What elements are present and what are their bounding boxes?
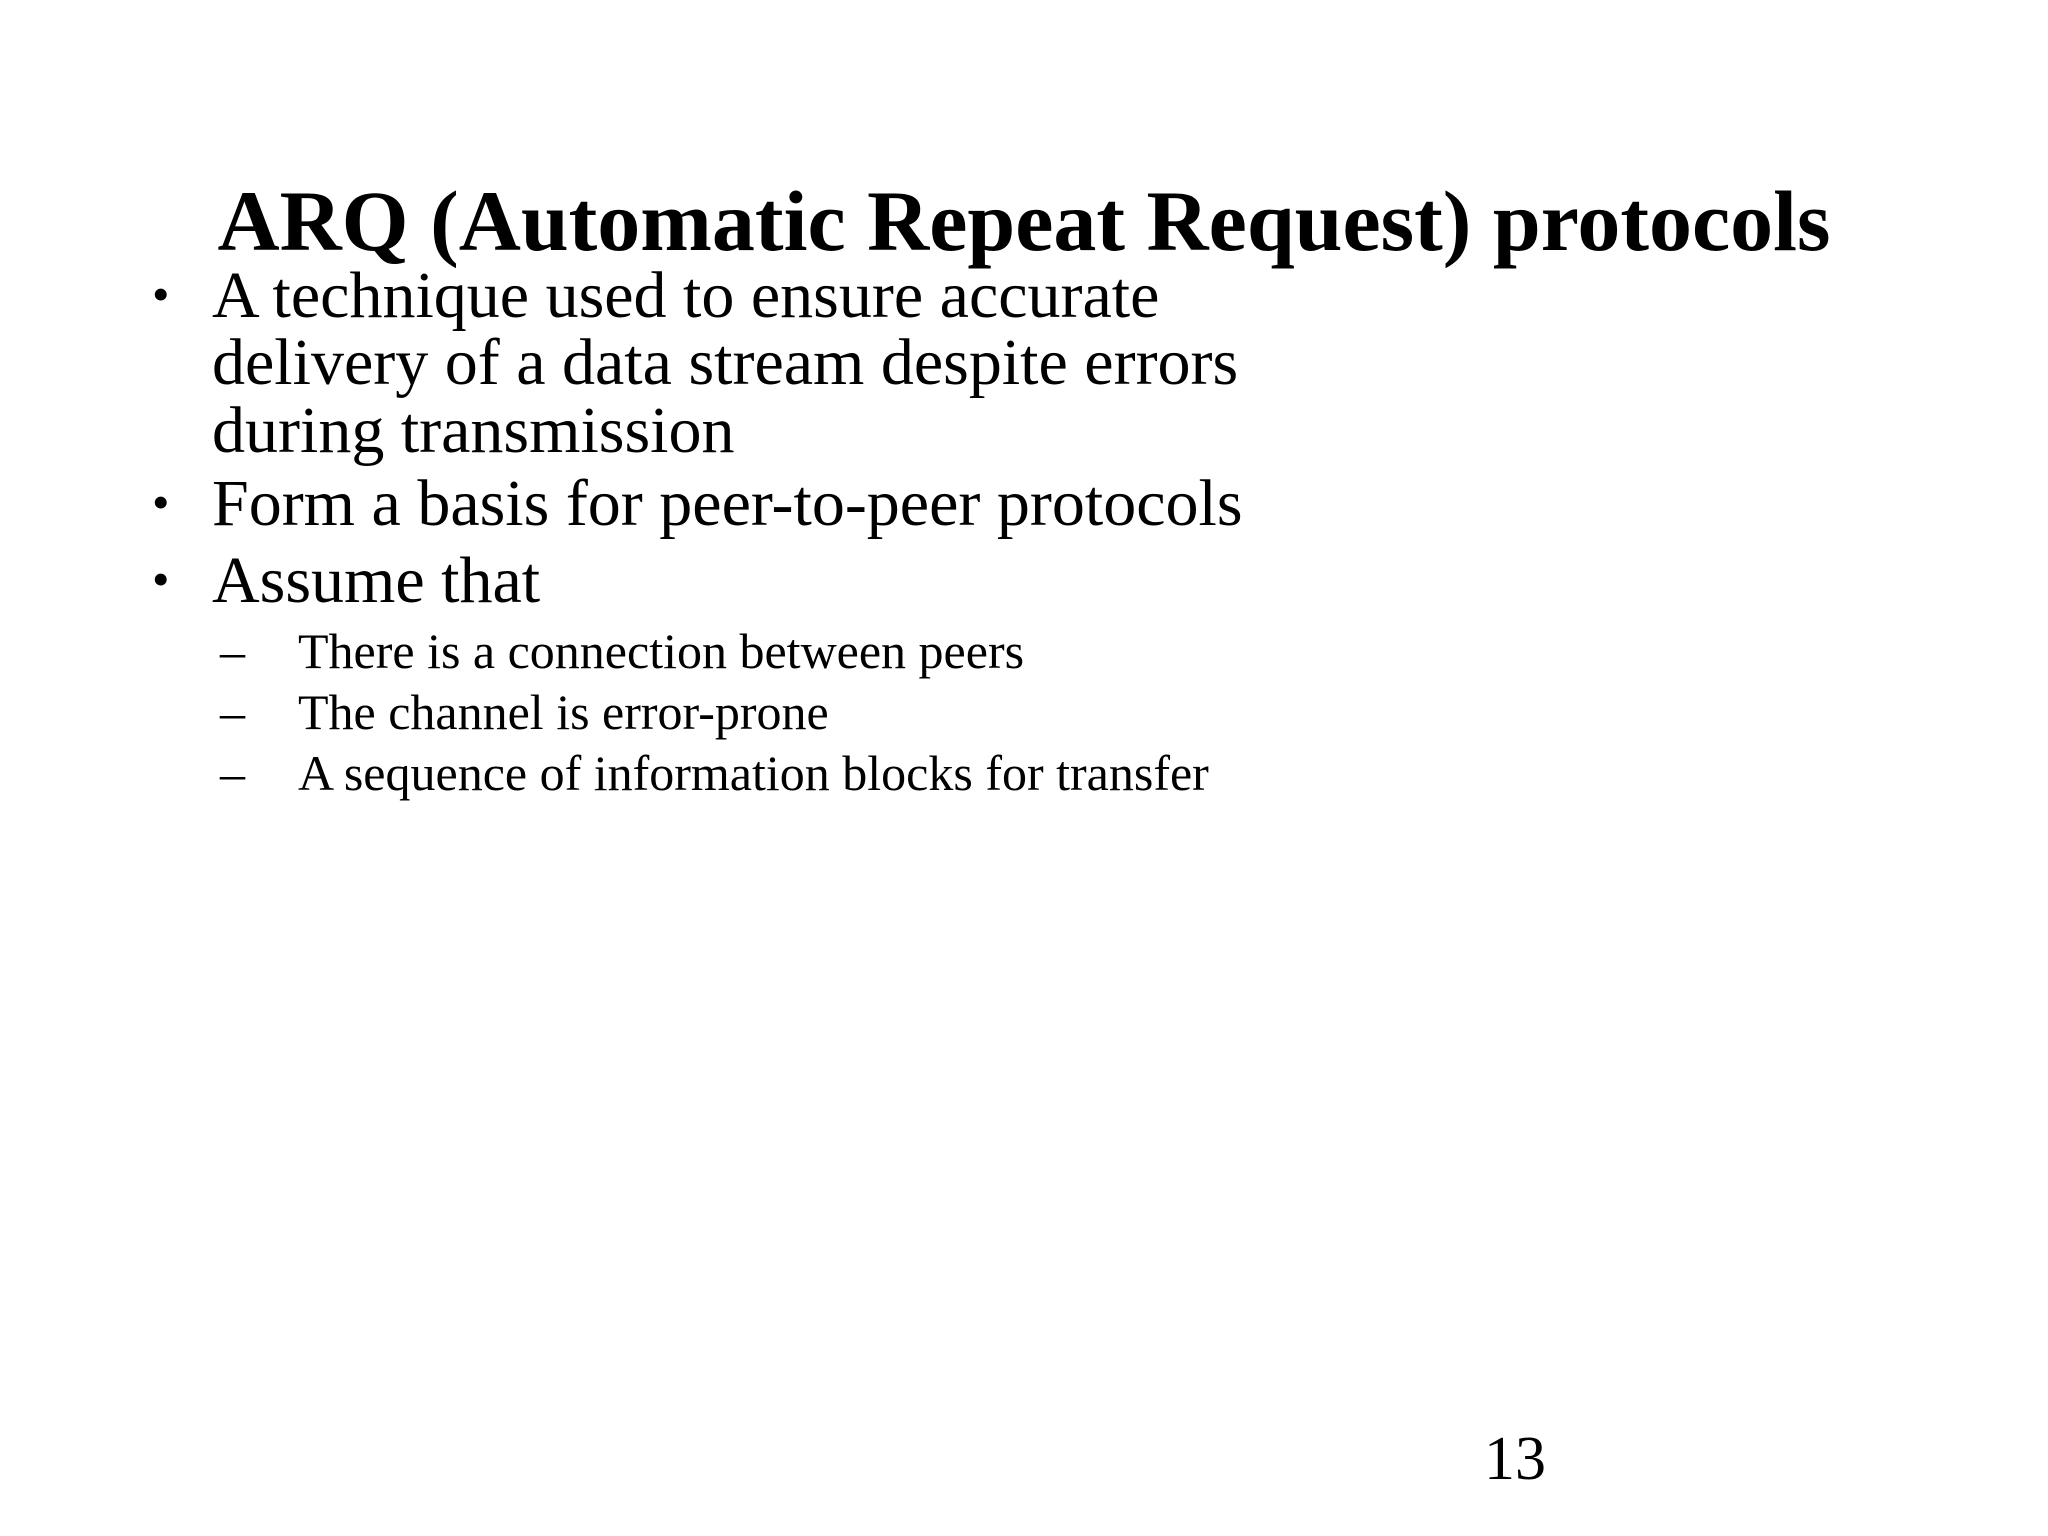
bullet-dot-icon: •	[152, 551, 170, 608]
dash-bullet-icon: –	[220, 622, 245, 679]
slide-body: • A technique used to ensure accurate de…	[140, 262, 1940, 804]
page-number: 13	[1484, 1425, 1546, 1493]
sub-list-item: – The channel is error-prone	[212, 682, 1940, 743]
bullet-list: • A technique used to ensure accurate de…	[140, 262, 1940, 804]
sub-bullet-text: There is a connection between peers	[298, 622, 1025, 679]
list-item: • A technique used to ensure accurate de…	[140, 262, 1940, 464]
list-item: • Assume that – There is a connection be…	[140, 547, 1940, 803]
bullet-text: A technique used to ensure accurate deli…	[212, 259, 1239, 467]
sub-bullet-text: The channel is error-prone	[298, 683, 829, 740]
sub-list-item: – A sequence of information blocks for t…	[212, 743, 1940, 804]
sub-bullet-text: A sequence of information blocks for tra…	[298, 744, 1209, 801]
bullet-dot-icon: •	[152, 473, 170, 530]
bullet-text: Assume that	[212, 544, 541, 618]
sub-list-item: – There is a connection between peers	[212, 621, 1940, 682]
page-title: ARQ (Automatic Repeat Request) protocols	[217, 172, 1831, 269]
bullet-dot-icon: •	[152, 266, 170, 322]
sub-bullet-list: – There is a connection between peers – …	[212, 621, 1940, 804]
list-item: • Form a basis for peer-to-peer protocol…	[140, 466, 1940, 540]
dash-bullet-icon: –	[220, 744, 245, 801]
bullet-text: Form a basis for peer-to-peer protocols	[212, 466, 1243, 540]
dash-bullet-icon: –	[220, 683, 245, 740]
